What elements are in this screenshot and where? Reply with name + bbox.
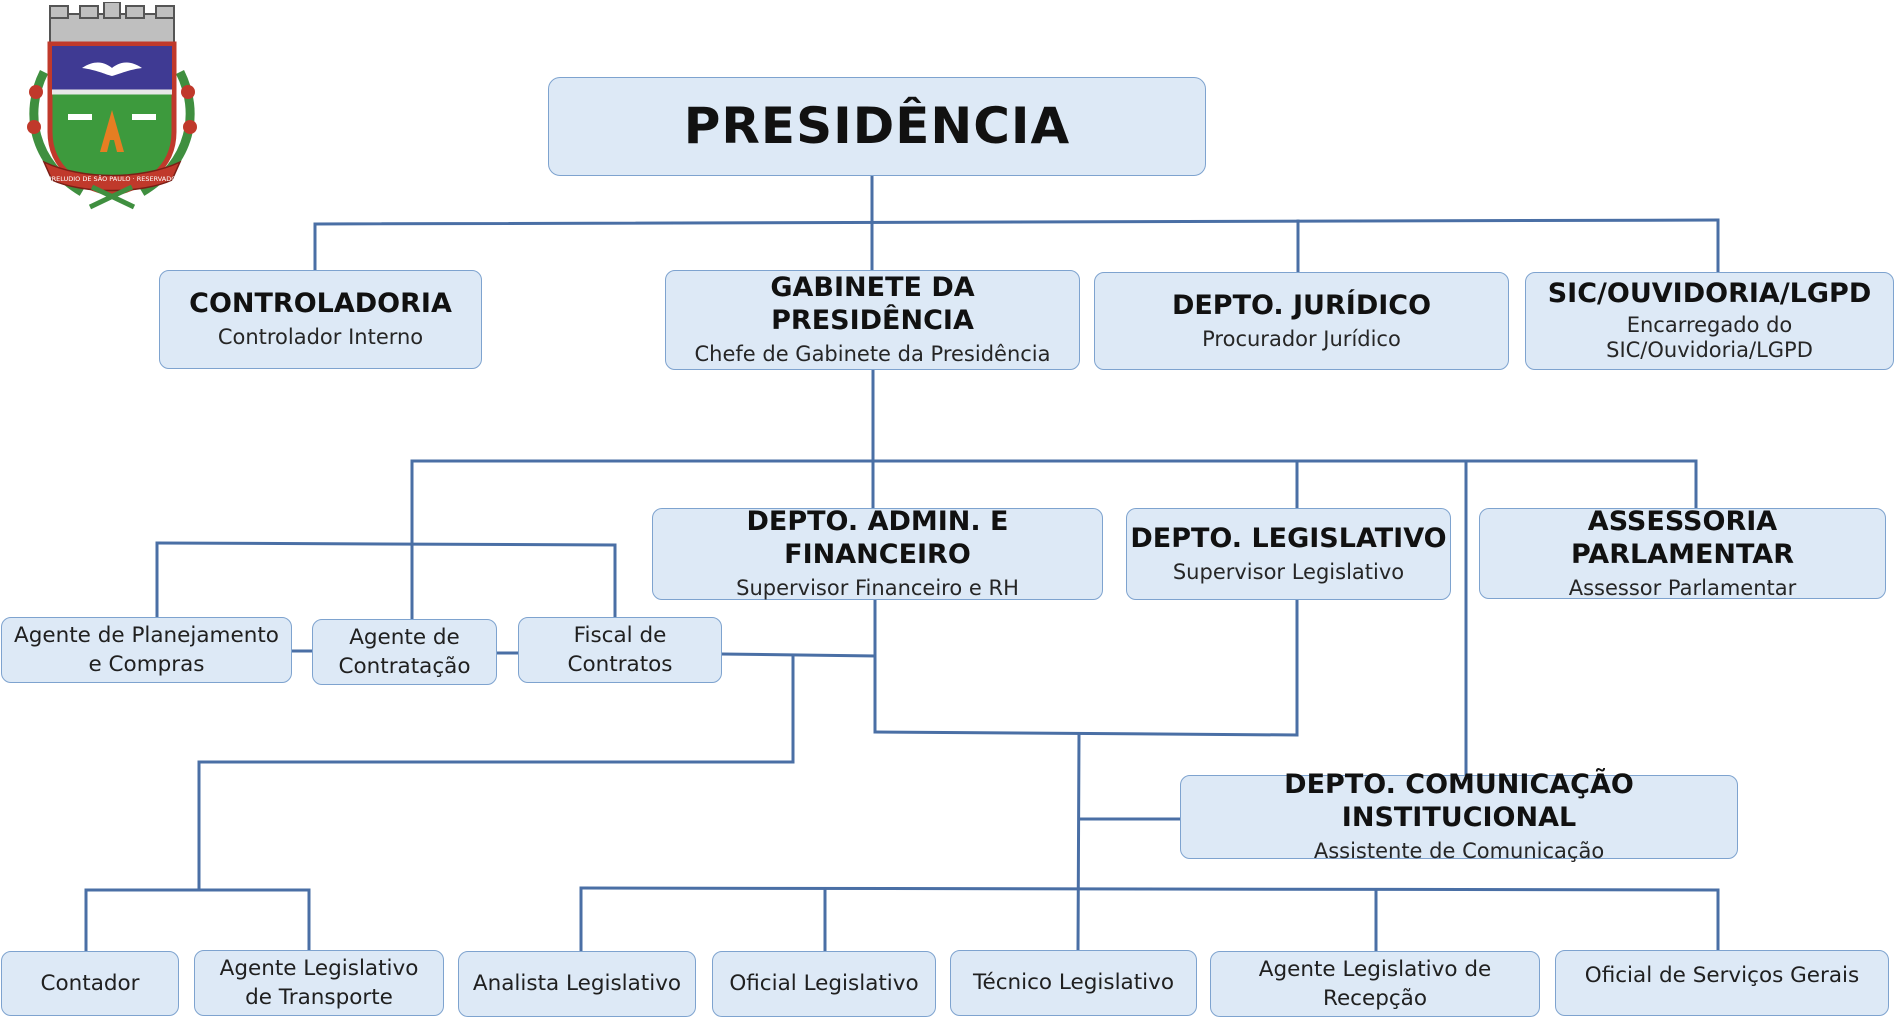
fiscal-contratos-box: Fiscal de Contratos <box>518 617 722 683</box>
servicos-gerais-box: Oficial de Serviços Gerais <box>1555 950 1889 1016</box>
controladoria-title: CONTROLADORIA <box>189 288 452 320</box>
connector-level1-bus <box>313 218 1720 226</box>
transporte-line1: Agente Legislativo <box>219 955 419 981</box>
juridico-subtitle: Procurador Jurídico <box>1202 326 1401 351</box>
contratacao-line2: Contratação <box>338 654 471 679</box>
planejamento-compras-box: Agente de Planejamento e Compras <box>1 617 292 683</box>
assessoria-title: ASSESSORIA PARLAMENTAR <box>1570 505 1794 570</box>
emblem-ribbon-text: PRELUDIO DE SÃO PAULO · RESERVADO <box>48 174 177 183</box>
fiscal-line1: Fiscal de <box>573 622 667 648</box>
analista-label: Analista Legislativo <box>472 971 682 997</box>
connector-central-trunk <box>1076 732 1081 952</box>
contratacao-box: Agente de Contratação <box>312 619 497 685</box>
contratacao-line1: Agente de <box>349 624 460 650</box>
connector-bottom-bus <box>579 886 1720 892</box>
connector-admin-legislativo <box>873 730 1299 737</box>
transporte-box: Agente Legislativo de Transporte <box>194 950 444 1016</box>
oficial-legislativo-box: Oficial Legislativo <box>712 951 936 1017</box>
presidency-title: PRESIDÊNCIA <box>683 97 1071 155</box>
assessoria-box: ASSESSORIA PARLAMENTAR Assessor Parlamen… <box>1479 505 1886 600</box>
assessoria-subtitle: Assessor Parlamentar <box>1568 575 1797 600</box>
presidency-box: PRESIDÊNCIA <box>548 77 1206 176</box>
comunicacao-subtitle: Assistente de Comunicação <box>1313 839 1605 864</box>
recepcao-box: Agente Legislativo de Recepção <box>1210 951 1540 1017</box>
recepcao-line1: Agente Legislativo de <box>1258 956 1492 982</box>
sic-box: SIC/OUVIDORIA/LGPD Encarregado do SIC/Ou… <box>1525 272 1894 370</box>
gabinete-box: GABINETE DA PRESIDÊNCIA Chefe de Gabinet… <box>665 270 1080 370</box>
sic-subtitle-line2: SIC/Ouvidoria/LGPD <box>1606 338 1813 363</box>
admin-financeiro-subtitle: Supervisor Financeiro e RH <box>736 576 1019 601</box>
contador-label: Contador <box>40 970 140 996</box>
servicos-label: Oficial de Serviços Gerais <box>1584 963 1860 989</box>
fiscal-line2: Contratos <box>567 652 673 677</box>
recepcao-line2: Recepção <box>1322 986 1428 1011</box>
tecnico-label: Técnico Legislativo <box>972 970 1175 996</box>
connector-fiscal-to-admin <box>720 652 877 658</box>
planejamento-line1: Agente de Planejamento <box>14 622 279 648</box>
gabinete-subtitle: Chefe de Gabinete da Presidência <box>694 342 1051 367</box>
tecnico-box: Técnico Legislativo <box>950 950 1197 1016</box>
connector-support-bus <box>155 541 617 547</box>
planejamento-line2: e Compras <box>88 652 205 677</box>
comunicacao-title: DEPTO. COMUNICAÇÃO INSTITUCIONAL <box>1284 769 1634 834</box>
municipal-coat-of-arms-icon: PRELUDIO DE SÃO PAULO · RESERVADO <box>27 2 197 210</box>
juridico-title: DEPTO. JURÍDICO <box>1171 289 1432 321</box>
sic-title: SIC/OUVIDORIA/LGPD <box>1547 277 1872 309</box>
admin-financeiro-title: DEPTO. ADMIN. E FINANCEIRO <box>746 506 1009 571</box>
admin-financeiro-box: DEPTO. ADMIN. E FINANCEIRO Supervisor Fi… <box>652 506 1103 601</box>
controladoria-subtitle: Controlador Interno <box>217 325 424 350</box>
contador-box: Contador <box>1 951 179 1016</box>
comunicacao-box: DEPTO. COMUNICAÇÃO INSTITUCIONAL Assiste… <box>1180 769 1738 863</box>
controladoria-box: CONTROLADORIA Controlador Interno <box>159 270 482 369</box>
legislativo-subtitle: Supervisor Legislativo <box>1172 559 1405 584</box>
juridico-box: DEPTO. JURÍDICO Procurador Jurídico <box>1094 272 1509 370</box>
legislativo-title: DEPTO. LEGISLATIVO <box>1130 522 1447 554</box>
analista-box: Analista Legislativo <box>458 951 696 1017</box>
transporte-line2: de Transporte <box>245 985 393 1010</box>
legislativo-box: DEPTO. LEGISLATIVO Supervisor Legislativ… <box>1126 508 1451 600</box>
oficial-label: Oficial Legislativo <box>729 971 919 997</box>
gabinete-title: GABINETE DA PRESIDÊNCIA <box>770 272 975 337</box>
sic-subtitle-line1: Encarregado do <box>1626 312 1793 337</box>
